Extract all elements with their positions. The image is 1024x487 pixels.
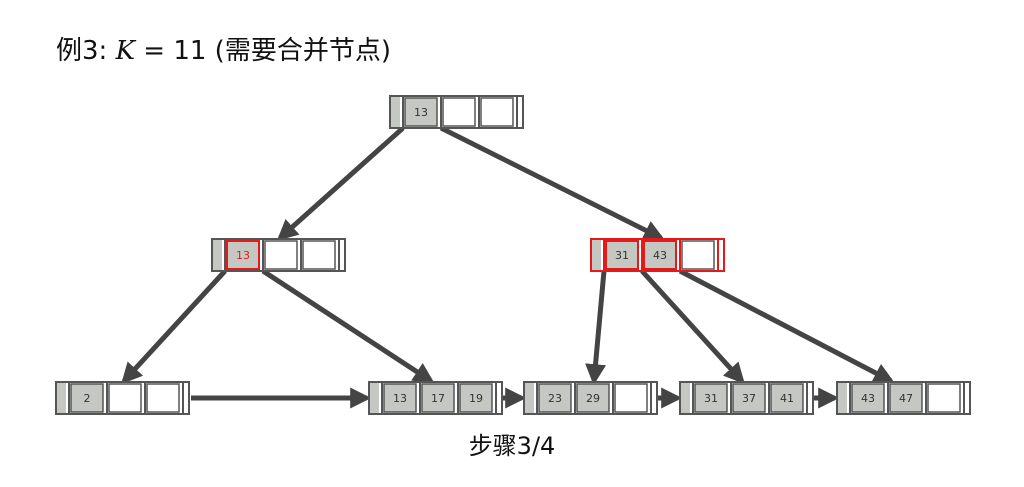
key-label: 2 xyxy=(84,392,91,405)
key-label: 13 xyxy=(393,392,407,405)
nodes-layer: 13 13 31 43 2 13 17 19 23 29 31 37 41 43 47 xyxy=(55,95,971,415)
edge-inner-left-to-leaf-2 xyxy=(261,268,435,384)
key-label: 31 xyxy=(704,392,718,405)
key-label: 19 xyxy=(469,392,483,405)
node-root: 13 xyxy=(389,95,524,129)
step-caption: 步骤3/4 xyxy=(468,432,556,460)
empty-cell xyxy=(302,240,336,270)
key-cell xyxy=(404,97,438,127)
key-label: 23 xyxy=(548,392,562,405)
key-cell xyxy=(421,383,455,413)
pointer-strip xyxy=(525,383,534,413)
key-label: 47 xyxy=(899,392,913,405)
key-label: 37 xyxy=(742,392,756,405)
node-inner-left: 13 xyxy=(211,238,346,272)
empty-cell xyxy=(614,383,648,413)
key-label: 17 xyxy=(431,392,445,405)
key-label: 13 xyxy=(414,106,428,119)
edge-inner-right-to-leaf-4 xyxy=(640,269,745,385)
key-label: 13 xyxy=(236,249,250,262)
key-cell xyxy=(851,383,885,413)
key-cell xyxy=(70,383,104,413)
node-leaf-2: 13 17 19 xyxy=(368,381,503,415)
node-inner-right: 31 43 xyxy=(590,238,725,272)
empty-cell xyxy=(927,383,961,413)
node-leaf-1: 2 xyxy=(55,381,190,415)
empty-cell xyxy=(264,240,298,270)
key-cell xyxy=(889,383,923,413)
key-cell xyxy=(694,383,728,413)
pointer-strip xyxy=(370,383,379,413)
pointer-strip xyxy=(213,240,222,270)
key-cell xyxy=(643,240,677,270)
empty-cell xyxy=(442,97,476,127)
key-cell xyxy=(770,383,804,413)
edge-inner-left-to-leaf-1 xyxy=(121,269,227,385)
node-leaf-5: 43 47 xyxy=(836,381,971,415)
edge-root-to-inner-right xyxy=(439,125,665,241)
node-leaf-4: 31 37 41 xyxy=(679,381,814,415)
pointer-strip xyxy=(681,383,690,413)
pointer-strip xyxy=(57,383,66,413)
edges-layer xyxy=(121,125,895,409)
key-cell xyxy=(459,383,493,413)
key-cell xyxy=(383,383,417,413)
key-cell xyxy=(576,383,610,413)
key-cell xyxy=(605,240,639,270)
edge-root-to-inner-left xyxy=(276,126,405,241)
empty-cell xyxy=(146,383,180,413)
pointer-strip xyxy=(838,383,847,413)
key-cell xyxy=(538,383,572,413)
title-variable: K xyxy=(115,36,136,66)
key-label: 29 xyxy=(586,392,600,405)
empty-cell xyxy=(108,383,142,413)
title-rest: = 11 (需要合并节点) xyxy=(135,36,391,66)
key-label: 41 xyxy=(780,392,794,405)
pointer-strip xyxy=(391,97,400,127)
title-prefix: 例3: xyxy=(56,36,116,66)
key-label: 43 xyxy=(653,249,667,262)
key-cell xyxy=(732,383,766,413)
empty-cell xyxy=(480,97,514,127)
key-label: 31 xyxy=(615,249,629,262)
key-cell xyxy=(226,240,260,270)
empty-cell xyxy=(681,240,715,270)
key-label: 43 xyxy=(861,392,875,405)
pointer-strip xyxy=(592,240,601,270)
edge-inner-right-to-leaf-5 xyxy=(678,268,895,384)
edge-inner-right-to-leaf-3 xyxy=(585,270,607,386)
page-title: 例3: K = 11 (需要合并节点) xyxy=(56,30,391,67)
node-leaf-3: 23 29 xyxy=(523,381,658,415)
